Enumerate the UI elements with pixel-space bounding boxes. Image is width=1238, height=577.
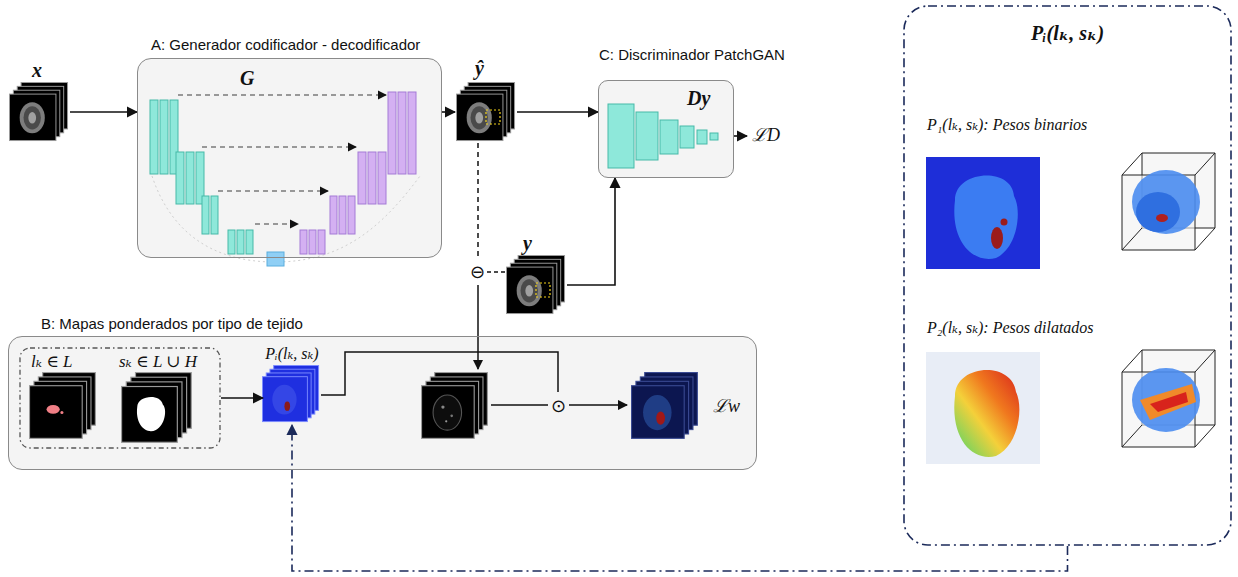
- node-heading: B: Mapas ponderados por tipo de tejido: [41, 315, 303, 332]
- flow-arrow: [292, 425, 1068, 571]
- flow-arrow: [221, 397, 263, 399]
- node-heading: lₖ ∈ L: [31, 351, 72, 372]
- weight-types-panel: Pᵢ(lₖ, sₖ) P₁(lₖ, sₖ): Pesos binariosP₂(l…: [903, 5, 1232, 546]
- node-heading: x: [32, 59, 42, 82]
- node-heading: y: [523, 232, 532, 255]
- output-stack: ŷ: [455, 82, 517, 142]
- target-stack: y: [505, 255, 567, 315]
- mask-group: lₖ ∈ L sₖ ∈ L ∪ H: [19, 347, 221, 449]
- flow-arrow: [517, 111, 598, 113]
- node-text: P₁(lₖ, sₖ): Pesos binarios: [927, 115, 1087, 134]
- node-text: P₂(lₖ, sₖ): Pesos dilatados: [927, 318, 1094, 337]
- node-heading: ŷ: [475, 57, 484, 80]
- flow-arrow: [442, 111, 455, 113]
- node-text: sₖ ∈ L ∪ H: [119, 351, 197, 372]
- weight-map-stack: Pᵢ(lₖ, sₖ): [263, 365, 321, 425]
- generator-panel: A: Generador codificador - decodificador…: [137, 58, 442, 258]
- flow-arrow: [567, 178, 615, 285]
- node-heading: A: Generador codificador - decodificador: [151, 36, 420, 53]
- node-heading: Pᵢ(lₖ, sₖ): [265, 344, 318, 363]
- node-text: ℒw: [713, 393, 740, 417]
- input-stack: x: [8, 82, 70, 142]
- loss-label: ℒD: [752, 122, 780, 146]
- operator-symbol: ⊙: [551, 395, 566, 416]
- flow-arrow: [70, 111, 137, 113]
- discriminator-box: C: Discriminador PatchGANDy: [598, 80, 734, 178]
- weight-panel: B: Mapas ponderados por tipo de tejidoℒw…: [8, 336, 757, 470]
- node-heading: C: Discriminador PatchGAN: [599, 46, 785, 63]
- node-text: G: [240, 67, 254, 90]
- node-text: Dy: [687, 87, 710, 110]
- box-outline: [903, 5, 1232, 546]
- operator-symbol: ⊖: [470, 261, 485, 282]
- node-heading: Pᵢ(lₖ, sₖ): [1031, 21, 1104, 45]
